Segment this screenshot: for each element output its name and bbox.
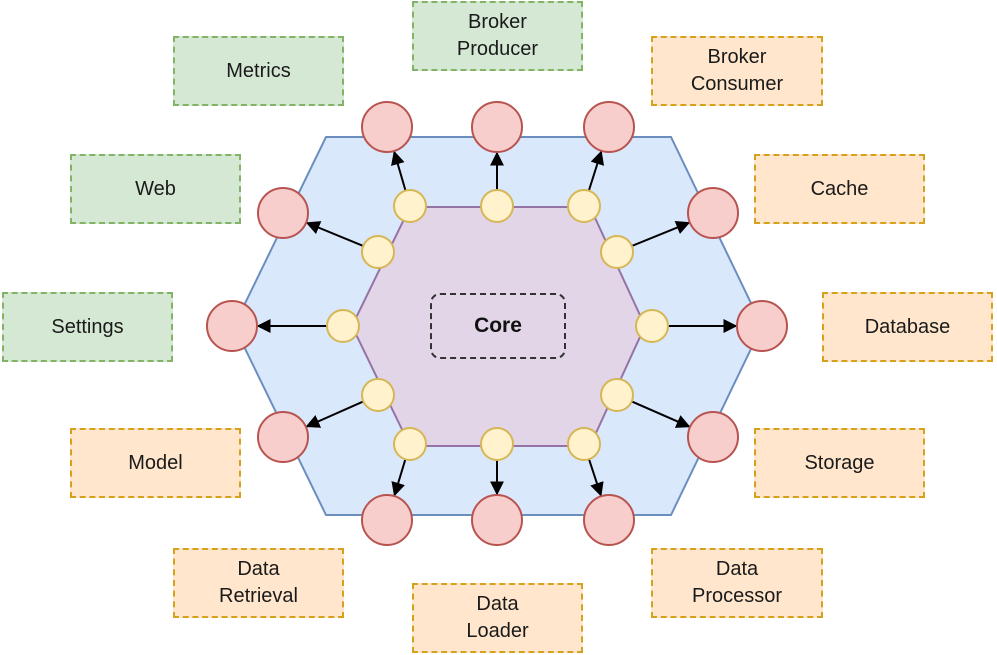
- arrow-data-processor: [588, 458, 604, 497]
- adapter-label-settings: Settings: [51, 315, 124, 338]
- arrow-web: [305, 221, 364, 247]
- adapter-label-data-loader: Data Loader: [466, 593, 529, 642]
- adapter-box-broker-consumer: Broker Consumer: [651, 36, 823, 106]
- adapter-circle-data-retrieval: [361, 494, 413, 546]
- port-metrics: [393, 189, 427, 223]
- adapter-label-web: Web: [135, 177, 176, 200]
- adapter-circles-layer: [206, 101, 788, 546]
- arrow-data-retrieval: [391, 459, 407, 497]
- adapter-circle-broker-consumer: [583, 101, 635, 153]
- adapter-label-storage: Storage: [804, 451, 875, 474]
- port-data-retrieval: [393, 427, 427, 461]
- adapter-label-database: Database: [864, 315, 951, 338]
- adapter-label-model: Model: [128, 451, 183, 474]
- port-storage: [600, 378, 634, 412]
- adapter-box-web: Web: [70, 154, 241, 224]
- adapter-label-broker-producer: Broker Producer: [456, 11, 539, 60]
- port-data-processor: [567, 427, 601, 461]
- adapter-box-settings: Settings: [2, 292, 173, 362]
- adapter-box-broker-producer: Broker Producer: [412, 1, 583, 71]
- port-web: [361, 235, 395, 269]
- adapter-label-cache: Cache: [810, 177, 869, 200]
- adapter-box-metrics: Metrics: [173, 36, 344, 106]
- adapter-box-cache: Cache: [754, 154, 925, 224]
- adapter-circle-broker-producer: [471, 101, 523, 153]
- arrow-cache: [631, 221, 691, 247]
- adapter-label-data-retrieval: Data Retrieval: [219, 558, 298, 607]
- port-database: [635, 309, 669, 343]
- adapter-circle-storage: [687, 411, 739, 463]
- adapter-box-model: Model: [70, 428, 241, 498]
- adapter-circle-cache: [687, 187, 739, 239]
- adapter-circle-web: [257, 187, 309, 239]
- adapter-box-data-retrieval: Data Retrieval: [173, 548, 344, 618]
- adapter-circle-model: [257, 411, 309, 463]
- adapter-box-data-processor: Data Processor: [651, 548, 823, 618]
- arrow-metrics: [391, 150, 407, 191]
- port-settings: [326, 309, 360, 343]
- adapter-label-broker-consumer: Broker Consumer: [690, 46, 784, 95]
- adapter-circle-metrics: [361, 101, 413, 153]
- adapter-circle-data-loader: [471, 494, 523, 546]
- port-cache: [600, 235, 634, 269]
- arrow-broker-consumer: [587, 150, 605, 192]
- arrow-model: [305, 400, 364, 428]
- adapter-circle-database: [736, 300, 788, 352]
- port-broker-producer: [480, 189, 514, 223]
- adapter-box-database: Database: [822, 292, 993, 362]
- adapter-label-data-processor: Data Processor: [691, 558, 783, 607]
- arrow-storage: [631, 400, 691, 428]
- adapter-circle-settings: [206, 300, 258, 352]
- core-label: Core: [430, 293, 566, 359]
- adapter-circle-data-processor: [583, 494, 635, 546]
- arrows-layer: [256, 150, 738, 497]
- port-model: [361, 378, 395, 412]
- ports-layer: [326, 189, 669, 461]
- port-data-loader: [480, 427, 514, 461]
- port-broker-consumer: [567, 189, 601, 223]
- adapter-box-data-loader: Data Loader: [412, 583, 583, 653]
- adapter-label-metrics: Metrics: [226, 59, 291, 82]
- adapter-box-storage: Storage: [754, 428, 925, 498]
